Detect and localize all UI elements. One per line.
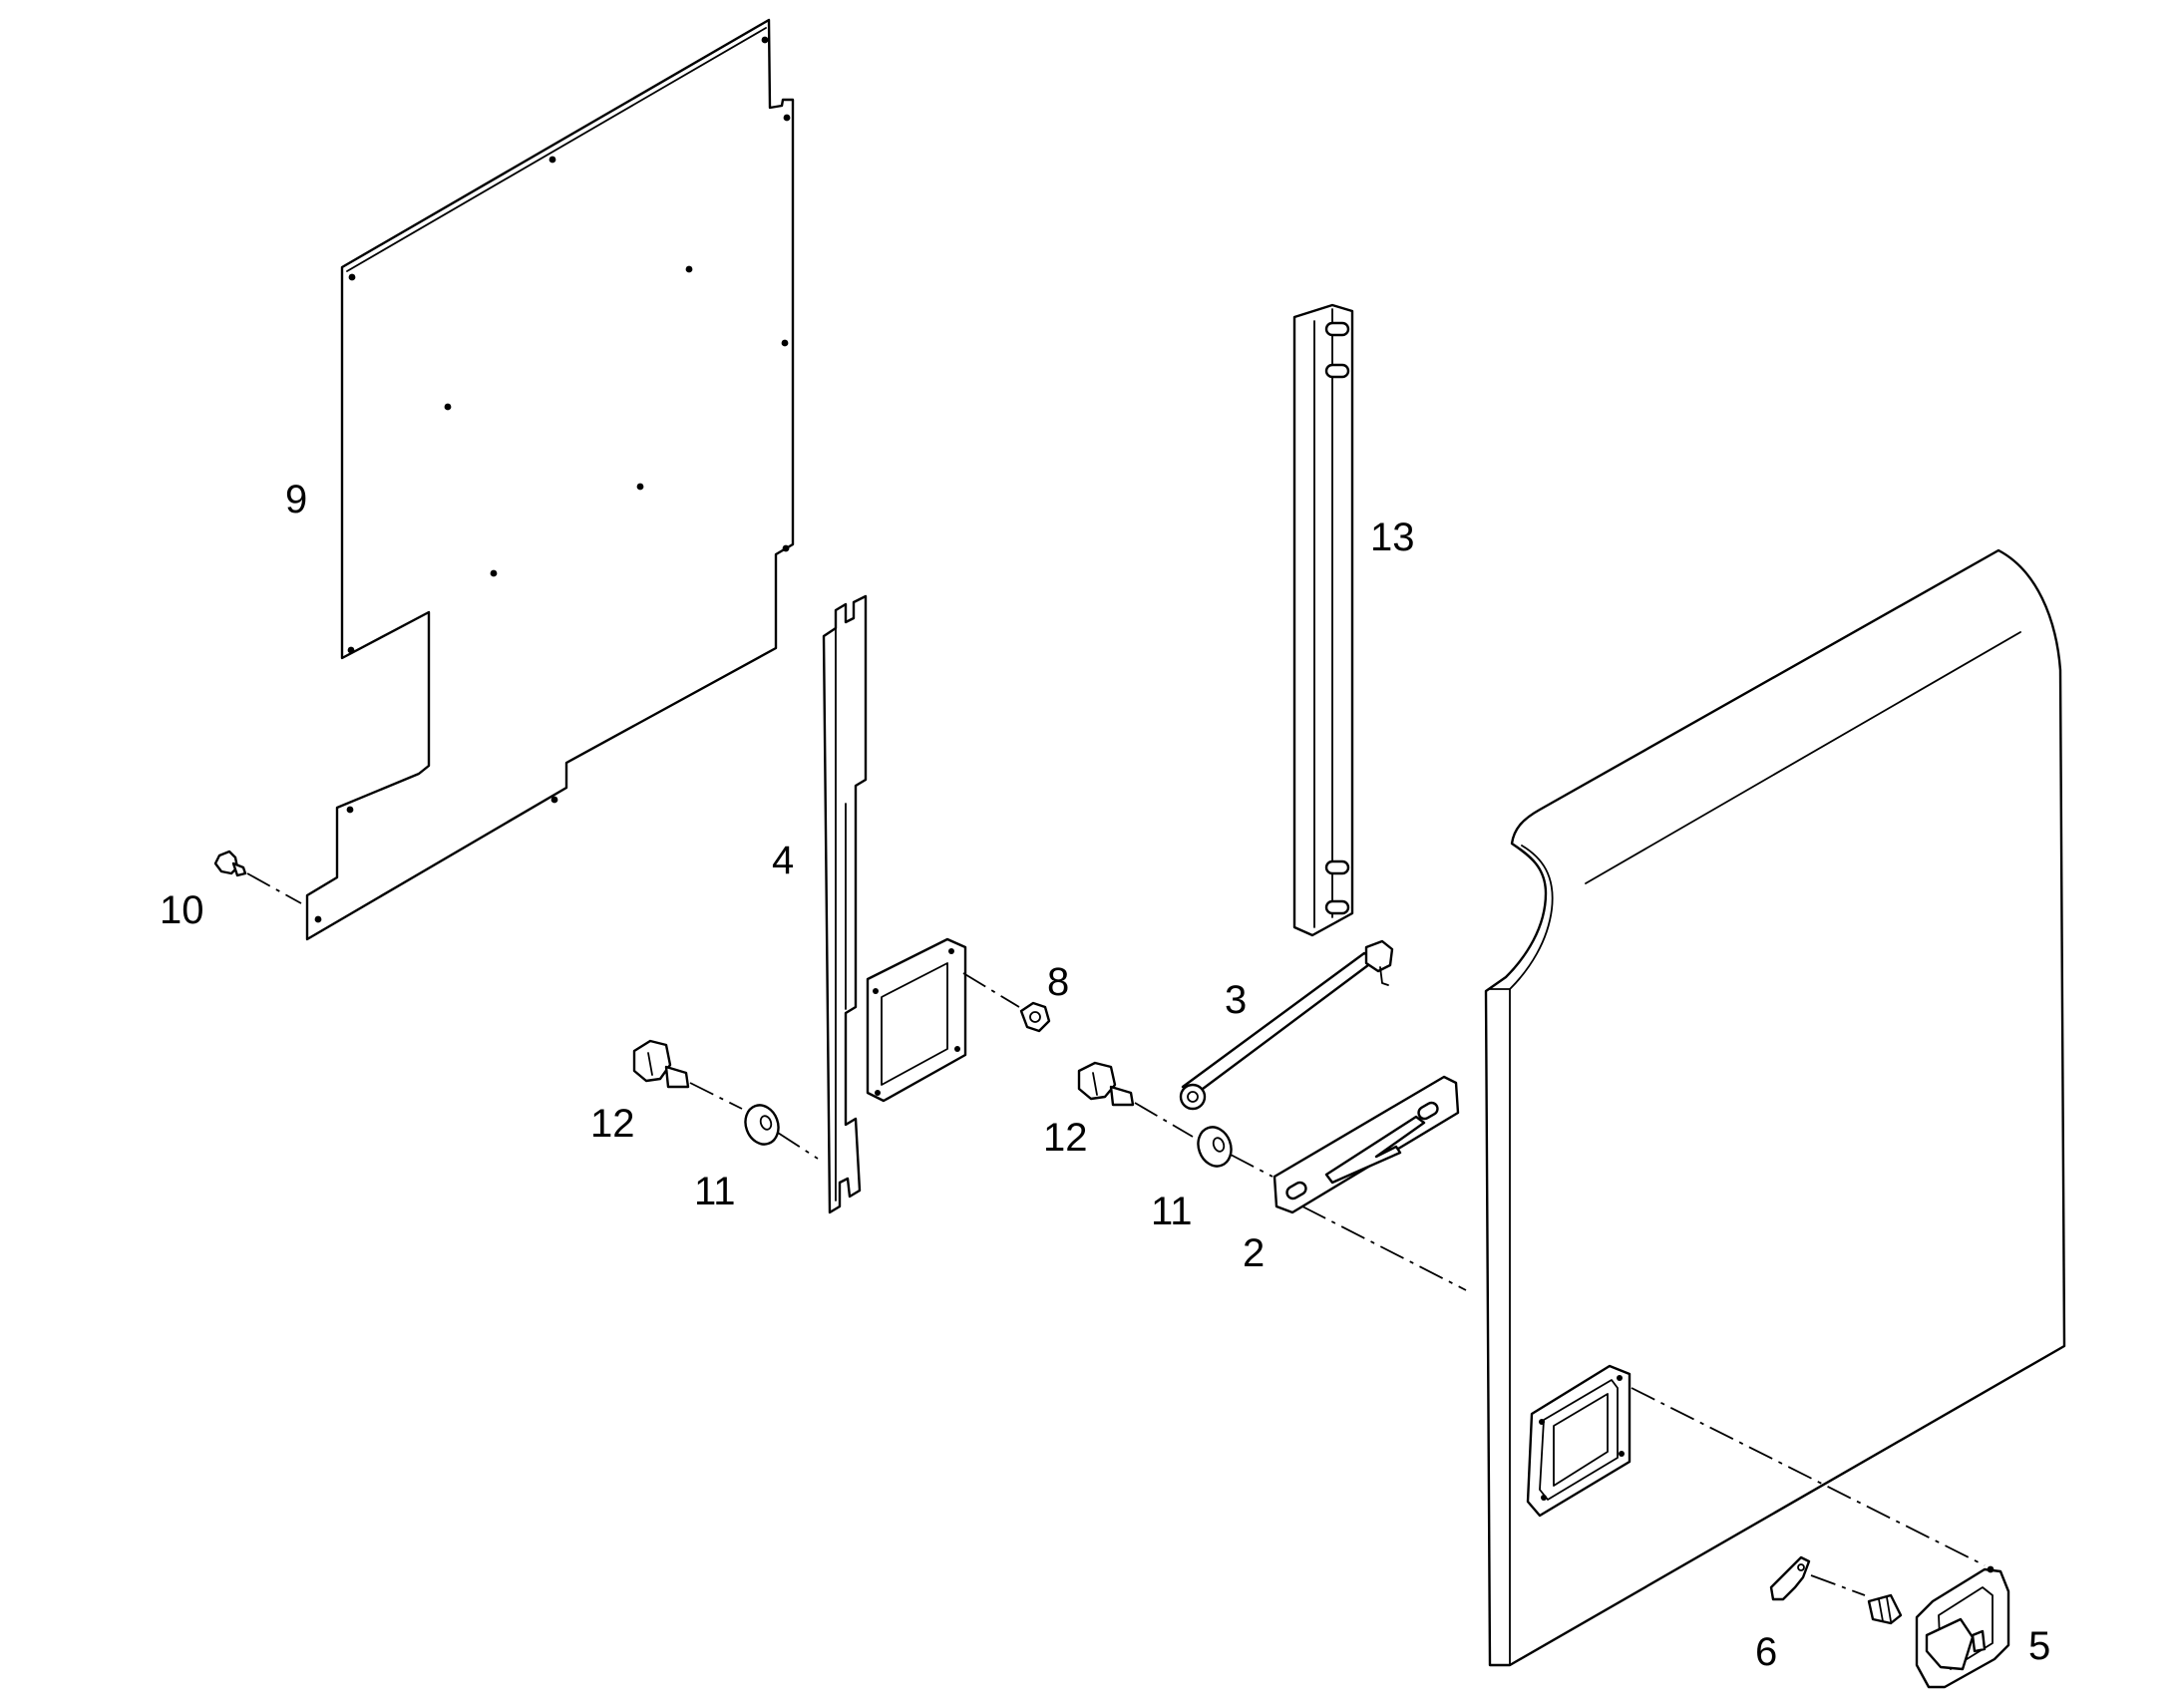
callout-11-right: 11 [1151,1190,1193,1233]
part-12-bolt-right [1077,1061,1194,1138]
callout-13: 13 [1370,515,1415,559]
part-13-strap [1292,303,1354,937]
callout-12-right: 12 [1043,1116,1088,1160]
door-panel [1484,548,2066,1667]
callout-2: 2 [1243,1231,1265,1275]
callout-10: 10 [160,888,204,932]
callout-6: 6 [1755,1630,1777,1674]
part-10-screw [213,850,302,904]
part-8-nut [962,972,1051,1033]
callout-3: 3 [1225,978,1247,1022]
part-5-latch [1867,1565,2010,1689]
callout-12-left: 12 [590,1102,635,1146]
part-4-bracket [822,594,967,1214]
callout-labels: 9 10 4 8 12 11 12 11 3 2 13 6 5 [160,478,2050,1674]
callout-4: 4 [772,839,794,882]
panel-mounting-holes [314,36,791,923]
callout-11-left: 11 [694,1170,736,1213]
part-9-panel [305,18,795,941]
part-2-plate [1272,1075,1467,1291]
part-6-hook [1769,1555,1866,1601]
callout-8: 8 [1047,960,1069,1004]
part-12-bolt-left [632,1039,743,1110]
part-11-washer-right [1197,1126,1273,1178]
callout-9: 9 [285,478,307,521]
part-3-rod [1179,939,1394,1111]
part-11-washer-left [744,1104,819,1160]
callout-5: 5 [2028,1624,2050,1668]
